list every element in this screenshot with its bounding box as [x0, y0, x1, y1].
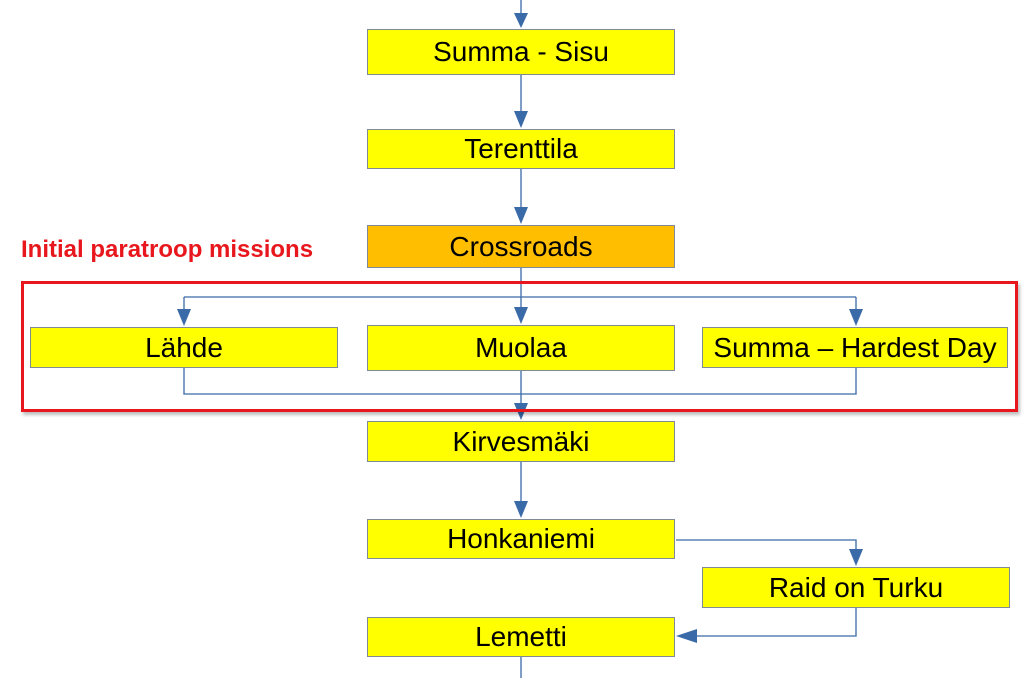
node-lemetti[interactable]: Lemetti — [367, 617, 675, 657]
node-summa-hardest-day[interactable]: Summa – Hardest Day — [702, 327, 1008, 368]
arrowhead-lemetti — [676, 629, 697, 643]
node-honkaniemi[interactable]: Honkaniemi — [367, 519, 675, 559]
group-label: Initial paratroop missions — [21, 236, 314, 263]
arrowhead-crossroads — [514, 207, 528, 224]
arrowhead-terenttila — [514, 111, 528, 128]
arrowhead-summa-hardest-day — [849, 309, 863, 326]
node-muolaa[interactable]: Muolaa — [367, 325, 675, 371]
node-lahde[interactable]: Lähde — [30, 327, 338, 368]
node-raid-on-turku[interactable]: Raid on Turku — [702, 567, 1010, 608]
node-crossroads[interactable]: Crossroads — [367, 225, 675, 268]
node-terenttila[interactable]: Terenttila — [367, 129, 675, 169]
connector-from-lahde — [183, 368, 857, 395]
connector-raid-lemetti — [694, 608, 857, 637]
connector-honkaniemi-raid — [676, 539, 857, 552]
paratroop-missions-group-frame — [21, 281, 1018, 412]
arrowhead-lahde — [177, 309, 191, 326]
arrowhead-honkaniemi — [514, 501, 528, 518]
arrowhead-muolaa — [514, 307, 528, 324]
arrowhead-incoming — [514, 13, 528, 28]
node-summa-sisu[interactable]: Summa - Sisu — [367, 29, 675, 75]
node-kirvesmaki[interactable]: Kirvesmäki — [367, 421, 675, 462]
arrowhead-raid-on-turku — [849, 549, 863, 566]
